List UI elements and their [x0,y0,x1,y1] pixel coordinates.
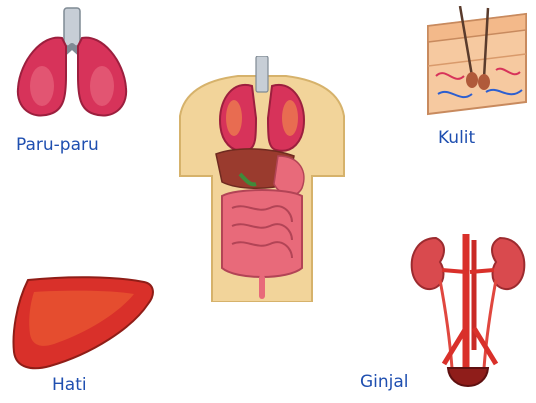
kidney-label: Ginjal [360,372,409,392]
lungs-label: Paru-paru [16,135,99,155]
torso-illustration [176,56,348,302]
liver-illustration [10,274,156,372]
skin-illustration [426,6,530,116]
liver-label: Hati [52,375,87,395]
lungs-illustration [12,6,132,124]
kidney-illustration [406,232,530,398]
skin-label: Kulit [438,128,475,148]
